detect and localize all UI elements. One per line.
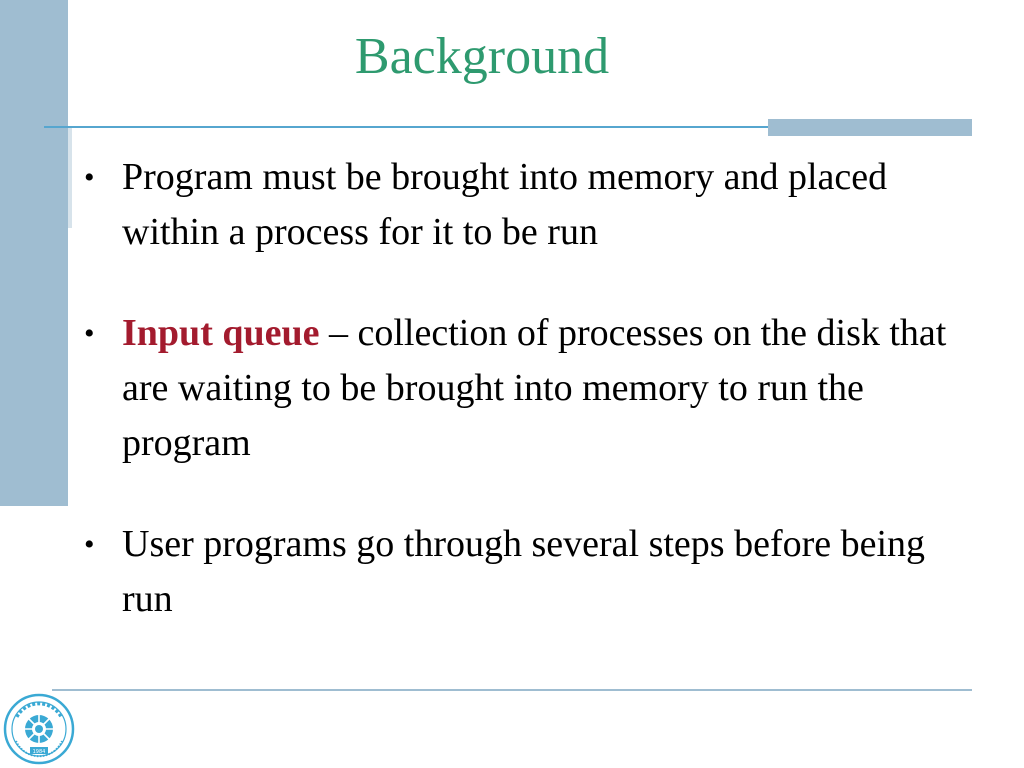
bullet-list: • Program must be brought into memory an… [78, 150, 978, 627]
left-decor-bar [0, 0, 68, 506]
title-divider-accent [768, 119, 972, 136]
bullet-item: • Program must be brought into memory an… [78, 150, 978, 260]
bullet-dot: • [84, 317, 95, 350]
bullet-item: • Input queue – collection of processes … [78, 306, 978, 471]
left-decor-accent [68, 128, 72, 228]
seal-year: 1984 [33, 749, 46, 755]
title-divider [44, 126, 972, 128]
bullet-text: User programs go through several steps b… [122, 523, 926, 620]
bullet-item: • User programs go through several steps… [78, 517, 978, 627]
university-seal-icon: 1984 [3, 693, 75, 765]
footer-divider [52, 689, 972, 691]
slide-title: Background [354, 28, 610, 85]
bullet-dot: • [84, 528, 95, 561]
university-seal-graphic: 1984 [3, 693, 75, 765]
bullet-text: – collection of processes on the disk th… [122, 312, 947, 464]
bullet-text: Program must be brought into memory and … [122, 156, 888, 253]
bullet-dot: • [84, 161, 95, 194]
bullet-term: Input queue [122, 312, 320, 354]
